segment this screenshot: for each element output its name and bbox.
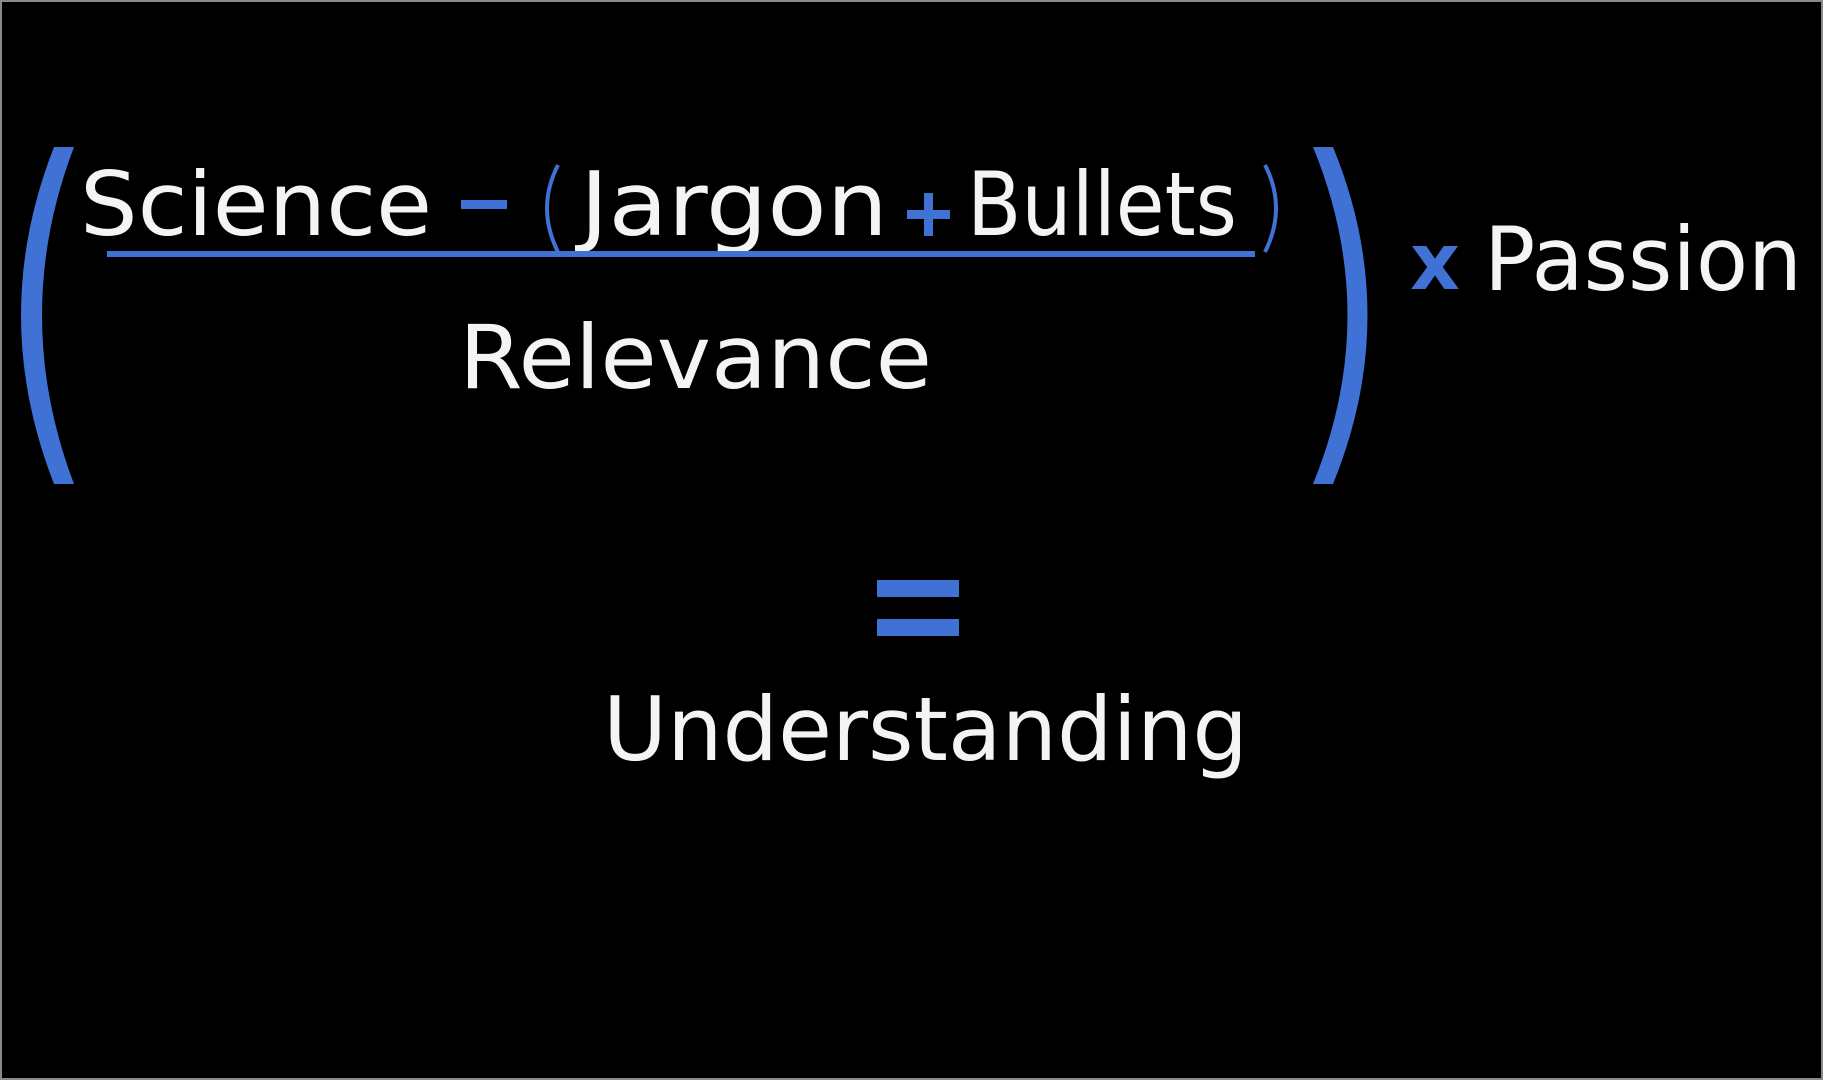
equals-sign (877, 580, 959, 636)
times-sign: x (1410, 218, 1460, 308)
term-science: Science (80, 153, 432, 256)
term-relevance: Relevance (459, 306, 932, 409)
minus-sign (461, 200, 507, 209)
plus-sign (907, 193, 950, 236)
small-open-parenthesis (545, 164, 560, 253)
term-understanding: Understanding (603, 678, 1248, 781)
small-close-parenthesis (1263, 164, 1278, 253)
left-big-parenthesis (21, 147, 74, 484)
term-passion: Passion (1484, 208, 1802, 311)
fraction-bar (107, 251, 1255, 257)
term-bullets: Bullets (967, 153, 1237, 256)
term-jargon: Jargon (574, 153, 888, 256)
right-big-parenthesis (1313, 147, 1368, 484)
